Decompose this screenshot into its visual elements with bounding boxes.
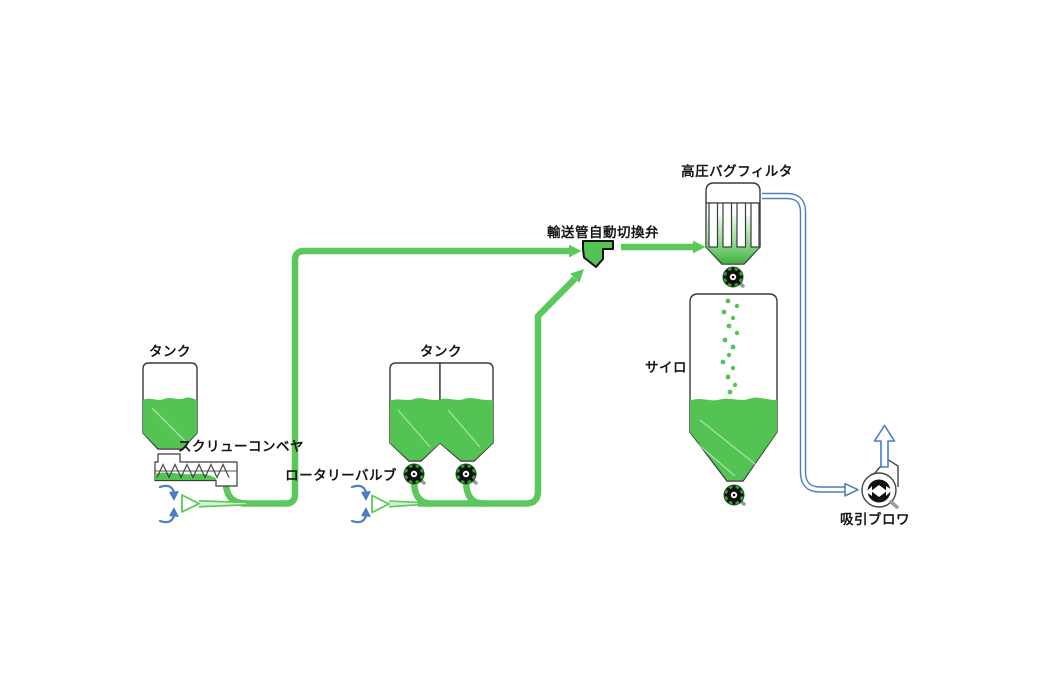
air-ejector-middle: [350, 484, 419, 524]
rotary-valve-silo: [722, 483, 746, 507]
air-intake-arrows-left: [158, 484, 181, 524]
falling-material-dots: [720, 298, 740, 395]
air-intake-arrows-middle: [350, 484, 373, 524]
screw-conveyor: [154, 453, 238, 487]
bag-filter-material: [706, 216, 760, 263]
tank-middle: [389, 362, 494, 462]
label-rotary-valve: ロータリーバルブ: [285, 467, 397, 483]
blower-exhaust-arrow-up: [873, 424, 896, 468]
rotary-valve-2: [454, 462, 478, 486]
silo: [689, 293, 778, 482]
label-silo: サイロ: [645, 360, 687, 375]
blower-rotor: [866, 479, 892, 503]
screw-spiral: [156, 463, 230, 479]
rotary-valve-bag-filter: [721, 265, 745, 289]
label-bag-filter: 高圧バグフィルタ: [681, 163, 793, 179]
air-exhaust-pipe: [762, 192, 859, 497]
rotary-valve-1: [402, 462, 426, 486]
pipe-to-bag-filter: [621, 240, 706, 254]
label-tank-middle: タンク: [420, 344, 462, 359]
label-switch-valve: 輸送管自動切換弁: [547, 224, 659, 240]
label-tank-left: タンク: [149, 344, 191, 359]
switch-valve-icon: [582, 240, 614, 268]
suction-blower: [861, 424, 899, 509]
bag-filter: [705, 182, 761, 265]
label-blower: 吸引ブロワ: [840, 511, 910, 527]
filter-bags: [708, 202, 760, 248]
tank-left: [142, 362, 198, 450]
label-screw-conveyor: スクリューコンベヤ: [178, 439, 304, 454]
air-ejector-left: [158, 484, 247, 524]
